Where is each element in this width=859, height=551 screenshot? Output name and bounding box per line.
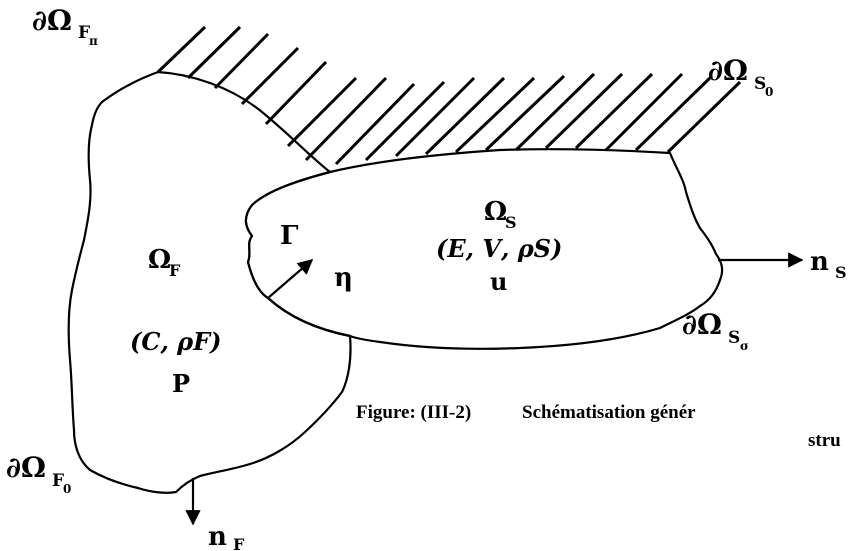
label-fluid-params: (𝑪, 𝝆𝑭) [130,327,222,356]
svg-text:Ω: Ω [148,245,171,275]
svg-text:∂Ω: ∂Ω [682,308,722,341]
label-eta: η [334,263,353,293]
svg-text:S: S [505,213,517,232]
label-solid-domain: Ω S [484,197,517,232]
label-fluid-pressure: P [172,369,190,398]
svg-text:σ: σ [740,339,749,353]
svg-text:n: n [810,247,829,277]
svg-text:∂Ω: ∂Ω [708,54,748,87]
svg-text:0: 0 [765,85,773,99]
label-normal-f: n F [208,522,245,551]
svg-text:S: S [754,74,766,94]
svg-text:F: F [169,261,181,280]
caption-title-line1: Schématisation génér [522,402,696,423]
label-solid-displacement: u [490,267,507,296]
svg-text:n: n [208,522,227,551]
svg-text:π: π [89,34,98,48]
label-fluid-domain: Ω F [148,245,181,280]
figure-caption: Figure: (III-2) Schématisation génér str… [356,402,841,451]
svg-text:0: 0 [63,482,71,496]
svg-text:∂Ω: ∂Ω [32,4,72,37]
label-boundary-s0: ∂Ω S 0 [708,54,773,99]
svg-text:F: F [233,535,245,551]
label-solid-params: (𝑬, 𝑽, 𝝆𝑺) [436,234,562,263]
svg-text:F: F [52,471,64,491]
label-boundary-f-pi: ∂Ω F π [32,4,98,48]
caption-figure-label: Figure: (III-2) [356,402,471,423]
solid-domain-boundary [244,148,724,350]
svg-text:Ω: Ω [484,197,507,227]
caption-title-line2: stru [808,430,841,451]
svg-text:S: S [835,263,847,282]
fluid-domain-boundary [67,70,352,494]
svg-text:F: F [78,23,90,43]
label-boundary-s-sigma: ∂Ω S σ [682,308,749,353]
label-interface-gamma: Γ [280,221,299,251]
eta-arrow [267,258,314,299]
fixed-wall-hatching [156,25,742,166]
label-normal-s: n S [810,247,847,282]
svg-text:S: S [728,328,740,348]
svg-text:∂Ω: ∂Ω [6,451,46,484]
label-boundary-f0: ∂Ω F 0 [6,451,71,496]
